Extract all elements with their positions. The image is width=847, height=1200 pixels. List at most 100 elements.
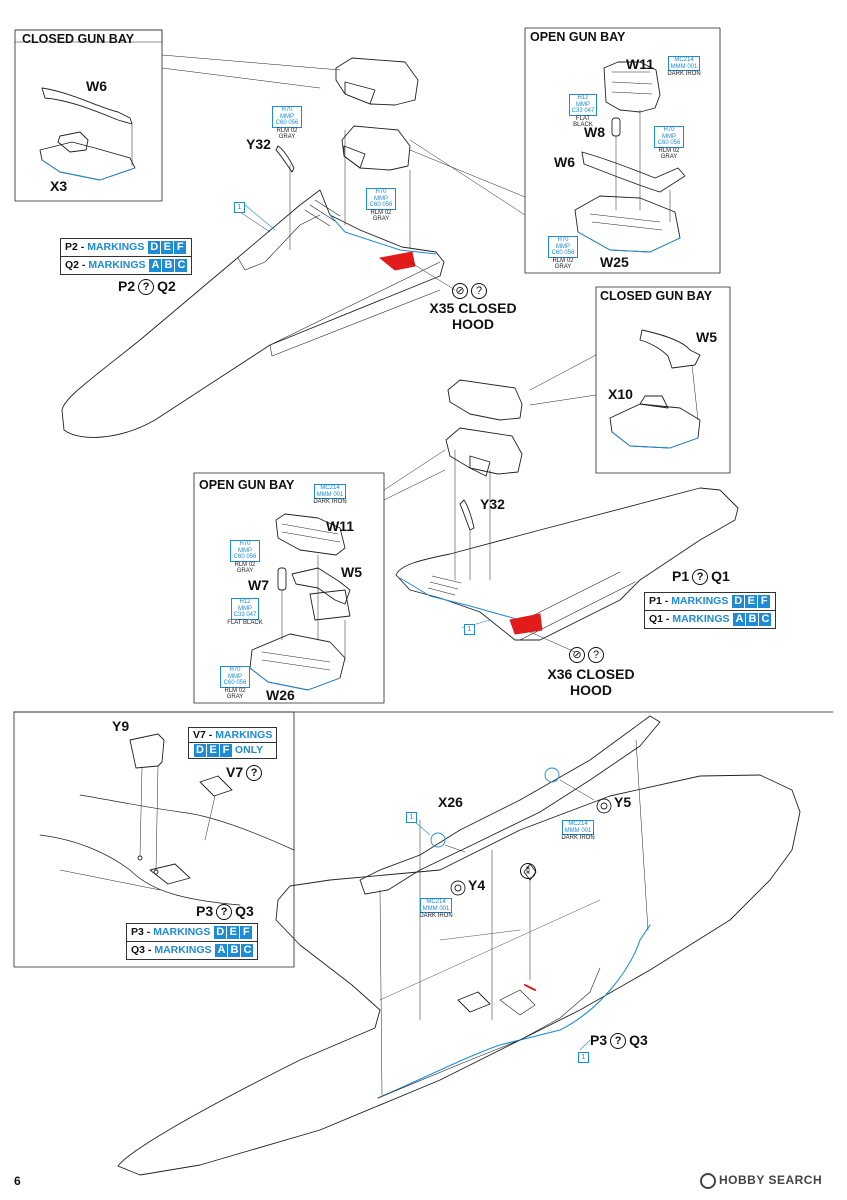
option-left: P3: [590, 1032, 608, 1048]
markings-option-label: Q2 -: [65, 259, 89, 271]
paint-codes: H70 MMP C60 056: [220, 666, 250, 688]
paint-name: DARK IRON: [561, 835, 595, 841]
paint-codes: H70 MMP C60 056: [230, 540, 260, 562]
open-gun-bay-title: OPEN GUN BAY: [199, 478, 295, 492]
marking-letter: D: [214, 926, 227, 939]
part-label-y9: Y9: [112, 718, 130, 734]
paint-codes: H70 MMP C60 056: [272, 106, 302, 128]
markings-option-label: P1 -: [649, 595, 672, 607]
part-label-w5: W5: [696, 329, 717, 345]
hood-label: HOOD: [452, 316, 494, 332]
marking-letter: D: [148, 241, 161, 254]
paint-name: RLM 02 GRAY: [276, 127, 298, 141]
marking-letter: F: [240, 926, 253, 939]
paint-codes: MC214 MMM 001: [562, 820, 594, 835]
part-label-w25: W25: [600, 254, 629, 270]
part-label-y32: Y32: [246, 136, 271, 152]
option-question-icon: ?: [246, 765, 263, 782]
option-right: Q1: [711, 568, 730, 584]
open-gun-bay-title: OPEN GUN BAY: [530, 30, 626, 44]
marking-letter: D: [194, 744, 206, 757]
hood-option-icons: ⊘?: [569, 646, 607, 664]
option-question-icon: ?: [588, 646, 604, 663]
part-label-w6: W6: [86, 78, 107, 94]
part-label-w6: W6: [554, 154, 575, 170]
markings-word: MARKINGS: [671, 595, 729, 607]
page-number: 6: [14, 1174, 21, 1188]
hood-label: HOOD: [570, 682, 612, 698]
option-question-icon: ?: [138, 279, 155, 296]
marking-letter: F: [220, 744, 232, 757]
paint-codes: H70 MMP C60 056: [366, 188, 396, 210]
hood-part-label: X35 CLOSED: [429, 300, 517, 316]
paint-name: RLM 02 GRAY: [552, 257, 574, 271]
markings-option-label: Q1 -: [649, 613, 673, 625]
paint-name: DARK IRON: [419, 913, 453, 919]
markings-word: MARKINGS: [672, 613, 730, 625]
marking-letter: A: [733, 613, 746, 626]
marking-letter: E: [745, 595, 758, 608]
watermark-logo: HOBBY SEARCH: [700, 1173, 822, 1189]
markings-option-label: Q3 -: [131, 944, 155, 956]
marking-letter: C: [241, 944, 254, 957]
step-reference-box: 1: [464, 624, 475, 635]
marking-letter: F: [174, 241, 187, 254]
markings-word: MARKINGS: [153, 926, 211, 938]
paint-name: RLM 02 GRAY: [658, 147, 680, 161]
part-label-w7: W7: [248, 577, 269, 593]
paint-codes: H70 MMP C60 056: [548, 236, 578, 258]
remove-icon: ⊘: [452, 282, 468, 299]
part-label-x26: X26: [438, 794, 463, 810]
marking-letter: F: [758, 595, 771, 608]
option-indicator: V7?: [226, 764, 265, 782]
marking-letter: A: [149, 259, 162, 272]
option-indicator: P2?Q2: [118, 278, 176, 296]
part-label-w26: W26: [266, 687, 295, 703]
marking-letter: B: [228, 944, 241, 957]
option-question-icon: ?: [216, 904, 233, 921]
part-label-w5: W5: [341, 564, 362, 580]
part-label-x10: X10: [608, 386, 633, 402]
step-reference-box: 1: [234, 202, 245, 213]
option-question-icon: ?: [471, 282, 487, 299]
part-label-y4: Y4: [468, 877, 486, 893]
paint-name: RLM 02 GRAY: [370, 209, 392, 223]
paint-name: FLAT BLACK: [227, 619, 263, 626]
paint-name: RLM 02 GRAY: [224, 687, 246, 701]
markings-word: MARKINGS: [154, 944, 212, 956]
marking-letter: A: [215, 944, 228, 957]
hood-option-icons: ⊘?: [452, 282, 490, 300]
option-right: Q3: [235, 903, 254, 919]
paint-codes: MC214 MMM 001: [420, 898, 452, 913]
marking-letter: D: [732, 595, 745, 608]
option-question-icon: ?: [692, 569, 709, 586]
part-label-v7: V7: [226, 764, 244, 780]
option-indicator: P3?Q3: [590, 1032, 648, 1050]
markings-word: MARKINGS: [215, 729, 273, 741]
paint-name: DARK IRON: [667, 71, 701, 77]
marking-letter: C: [759, 613, 772, 626]
markings-row: V7 - MARKINGS: [189, 728, 276, 742]
marking-letter: E: [207, 744, 219, 757]
paint-codes: H12 MMP C33 047: [569, 94, 597, 116]
markings-option-label: V7 -: [193, 729, 216, 741]
paint-codes: H70 MMP C60 056: [654, 126, 684, 148]
